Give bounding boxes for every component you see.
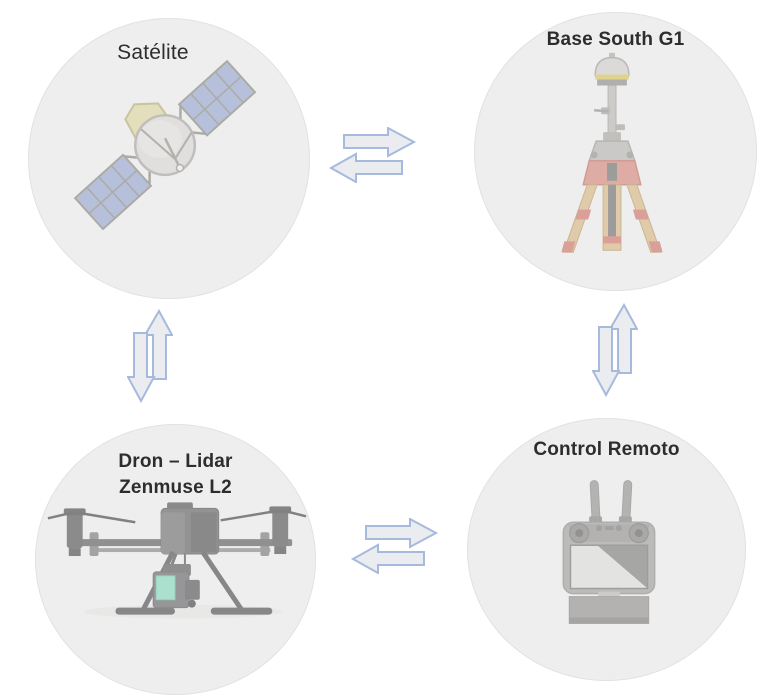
double-arrow-horizontal-icon [350,518,439,574]
base-station-label: Base South G1 [546,29,685,50]
arrow-satellite-drone-bidirectional [127,309,173,403]
double-arrow-vertical-icon [127,309,173,403]
arrow-satellite-base-bidirectional [328,127,418,183]
node-control-remoto: Control Remoto [467,418,746,681]
drone-label-line2: Zenmuse L2 [119,476,232,498]
satellite-label: Satélite [117,41,189,64]
arrow-base-remote-bidirectional [592,303,638,397]
arrow-drone-remote-bidirectional [350,518,440,574]
remote-controller-icon [562,480,656,624]
double-arrow-vertical-icon [592,303,638,397]
node-satellite: Satélite [28,18,310,299]
gnss-base-tripod-icon [561,52,663,253]
drone-label-line1: Dron – Lidar [118,451,233,472]
drone-label: Dron – Lidar Zenmuse L2 [36,449,315,500]
remote-control-label: Control Remoto [533,439,680,460]
double-arrow-horizontal-icon [328,127,417,183]
node-dron-lidar: Dron – Lidar Zenmuse L2 [35,424,316,695]
satellite-icon [74,60,256,231]
node-base-south-g1: Base South G1 [474,12,757,291]
drone-lidar-icon [47,502,307,619]
